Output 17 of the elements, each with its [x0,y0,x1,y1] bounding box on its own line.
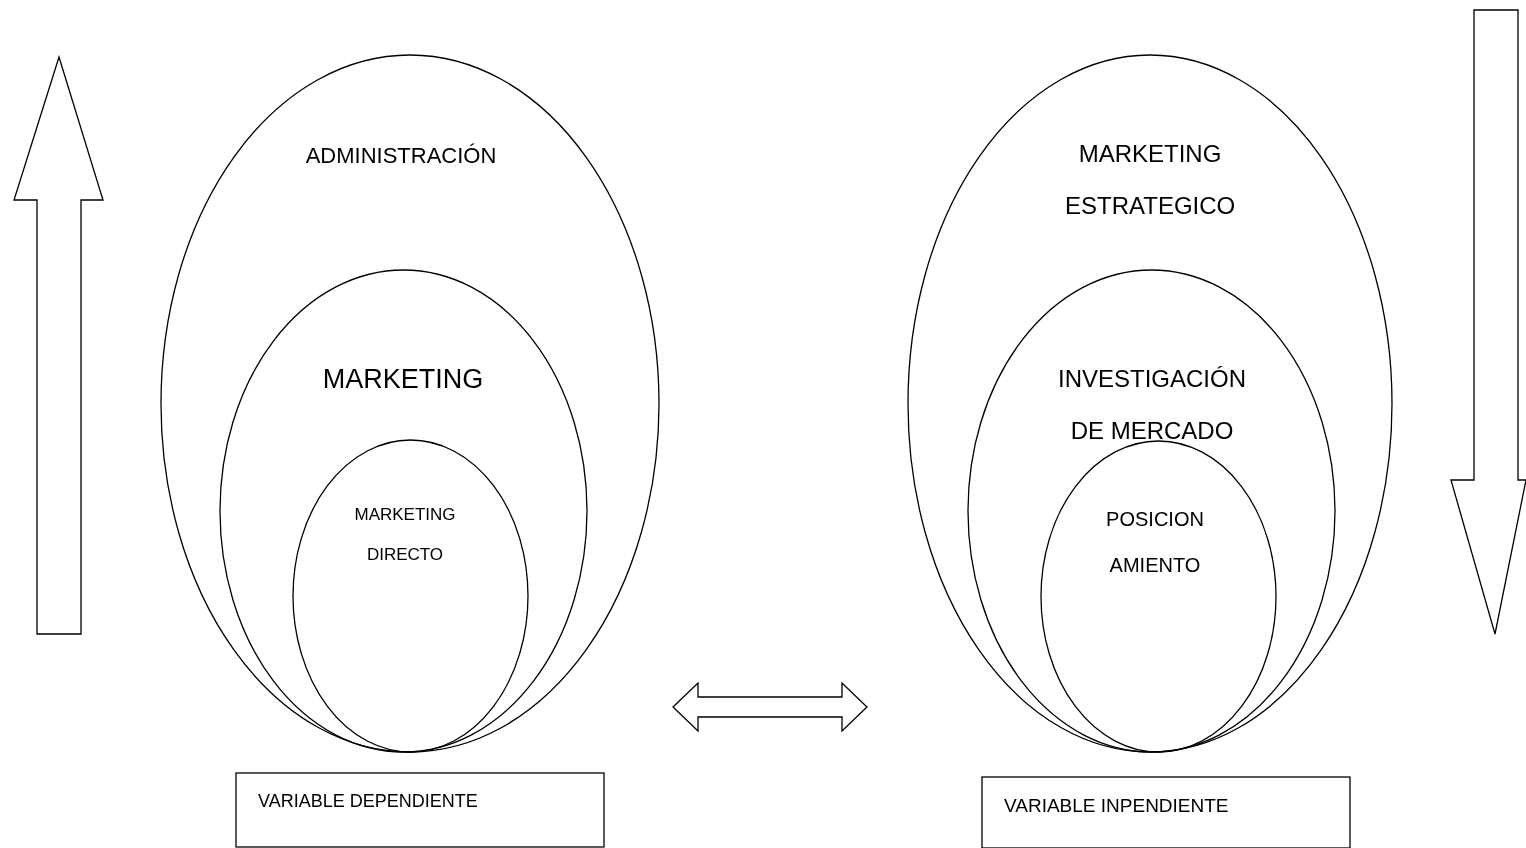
node-label: VARIABLE DEPENDIENTE [258,791,478,812]
variable-box [982,777,1350,848]
ellipse-node [968,270,1335,752]
node-label: MARKETING [321,363,485,396]
ellipse-node [908,55,1392,752]
node-label: ADMINISTRACIÓN [304,142,498,170]
ellipse-node [220,270,587,752]
ellipse-node [1041,441,1276,752]
double-arrow [672,681,868,733]
node-label: MARKETING DIRECTO [353,504,457,566]
node-label: MARKETING ESTRATEGICO [1065,139,1235,221]
node-label: VARIABLE INPENDIENTE [1004,795,1229,817]
node-label: INVESTIGACIÓN DE MERCADO [1057,364,1247,446]
ellipse-node [161,55,659,752]
variable-box [236,773,604,847]
node-label: POSICION AMIENTO [1105,507,1205,578]
ellipse-node [293,440,528,752]
